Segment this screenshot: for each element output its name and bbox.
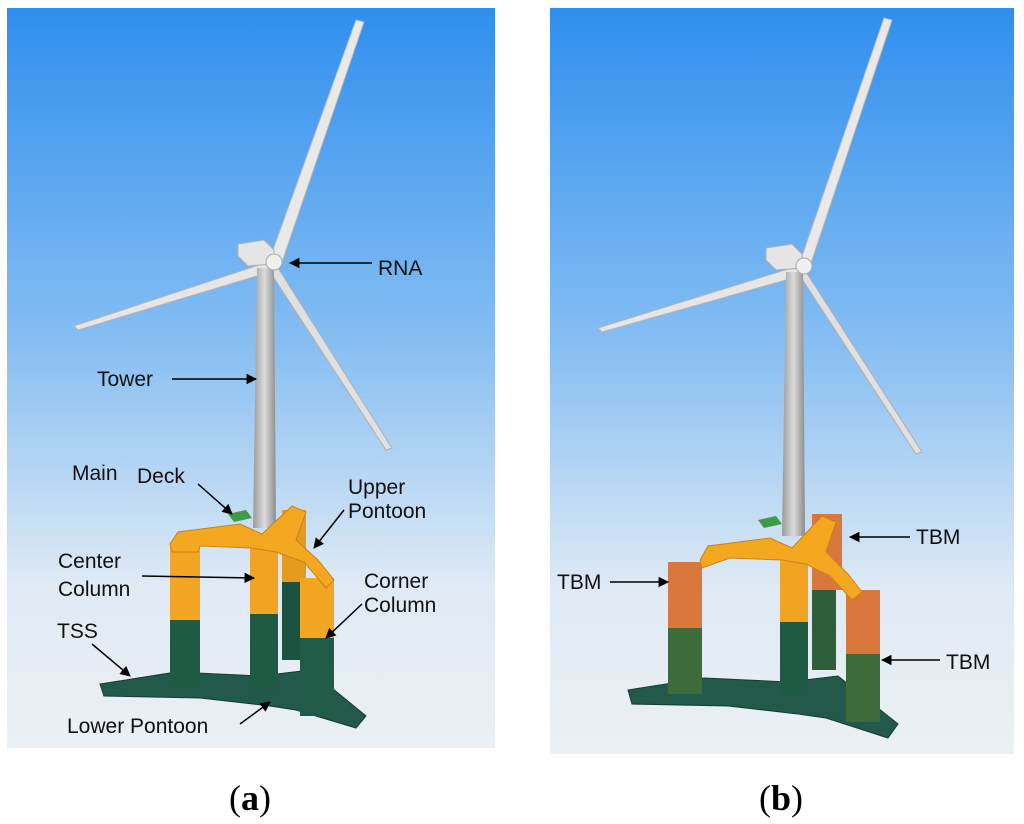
label-tbm-top: TBM <box>916 526 960 549</box>
center-column-upper-b <box>780 556 808 622</box>
back-column-lower-b <box>812 590 836 670</box>
center-column-lower-b <box>780 620 808 696</box>
panel-a-labels: RNA Tower Main Deck Upper Pontoon Center… <box>57 257 436 738</box>
panel-b-platform <box>627 514 899 739</box>
panel-a-hub <box>265 253 283 271</box>
caption-a-open: ( <box>229 778 241 818</box>
panel-b: TBM TBM TBM <box>550 8 1014 754</box>
left-column-upper <box>170 542 200 620</box>
arrow-upper-pontoon <box>313 509 345 549</box>
caption-a-letter: a <box>241 778 259 818</box>
label-lower-pontoon: Lower Pontoon <box>67 715 208 738</box>
left-column-tbm-b <box>668 562 702 628</box>
label-main-deck-2: Deck <box>137 465 185 488</box>
arrow-corner-column <box>325 603 363 639</box>
center-column-upper <box>250 548 278 614</box>
label-upper-pontoon-2: Pontoon <box>348 500 426 523</box>
corner-column-upper <box>300 578 334 638</box>
label-tss: TSS <box>57 620 98 643</box>
label-main-deck-1: Main <box>72 462 118 485</box>
arrow-lower-pontoon <box>239 701 271 725</box>
arrow-main-deck <box>197 483 233 515</box>
panel-a-platform <box>99 505 367 729</box>
label-tower: Tower <box>97 368 153 391</box>
left-column-lower-b <box>668 626 702 694</box>
panel-b-labels: TBM TBM TBM <box>557 526 990 674</box>
caption-b-close: ) <box>791 778 803 818</box>
arrow-tss <box>91 643 131 677</box>
corner-column-lower-b <box>846 652 880 722</box>
center-column-lower <box>250 612 278 690</box>
caption-b-open: ( <box>759 778 771 818</box>
caption-a-close: ) <box>259 778 271 818</box>
label-rna: RNA <box>378 257 422 280</box>
main-deck-shape <box>228 510 252 522</box>
panel-a-rotor <box>73 19 393 451</box>
panel-b-tower <box>782 272 805 536</box>
left-column-lower <box>170 618 200 688</box>
label-tbm-right: TBM <box>946 651 990 674</box>
main-deck-shape-b <box>758 516 782 528</box>
label-tbm-left: TBM <box>557 571 601 594</box>
caption-b-letter: b <box>771 778 791 818</box>
label-center-column-2: Column <box>58 578 130 601</box>
corner-column-tbm-b <box>846 590 880 654</box>
panel-b-hub <box>795 257 813 275</box>
caption-a: (a) <box>229 778 271 818</box>
lower-pontoon-shape <box>99 669 367 729</box>
upper-pontoon-shape <box>169 505 335 589</box>
panel-a: RNA Tower Main Deck Upper Pontoon Center… <box>7 8 495 748</box>
corner-column-lower <box>300 636 334 716</box>
label-center-column-1: Center <box>58 550 121 573</box>
label-corner-column-2: Column <box>364 594 436 617</box>
upper-pontoon-shape-b <box>699 515 863 601</box>
caption-b: (b) <box>759 778 803 818</box>
panel-a-tower <box>253 268 276 528</box>
label-corner-column-1: Corner <box>364 570 428 593</box>
panel-b-rotor <box>597 17 923 455</box>
arrow-center-column <box>141 572 256 584</box>
label-upper-pontoon-1: Upper <box>348 476 405 499</box>
